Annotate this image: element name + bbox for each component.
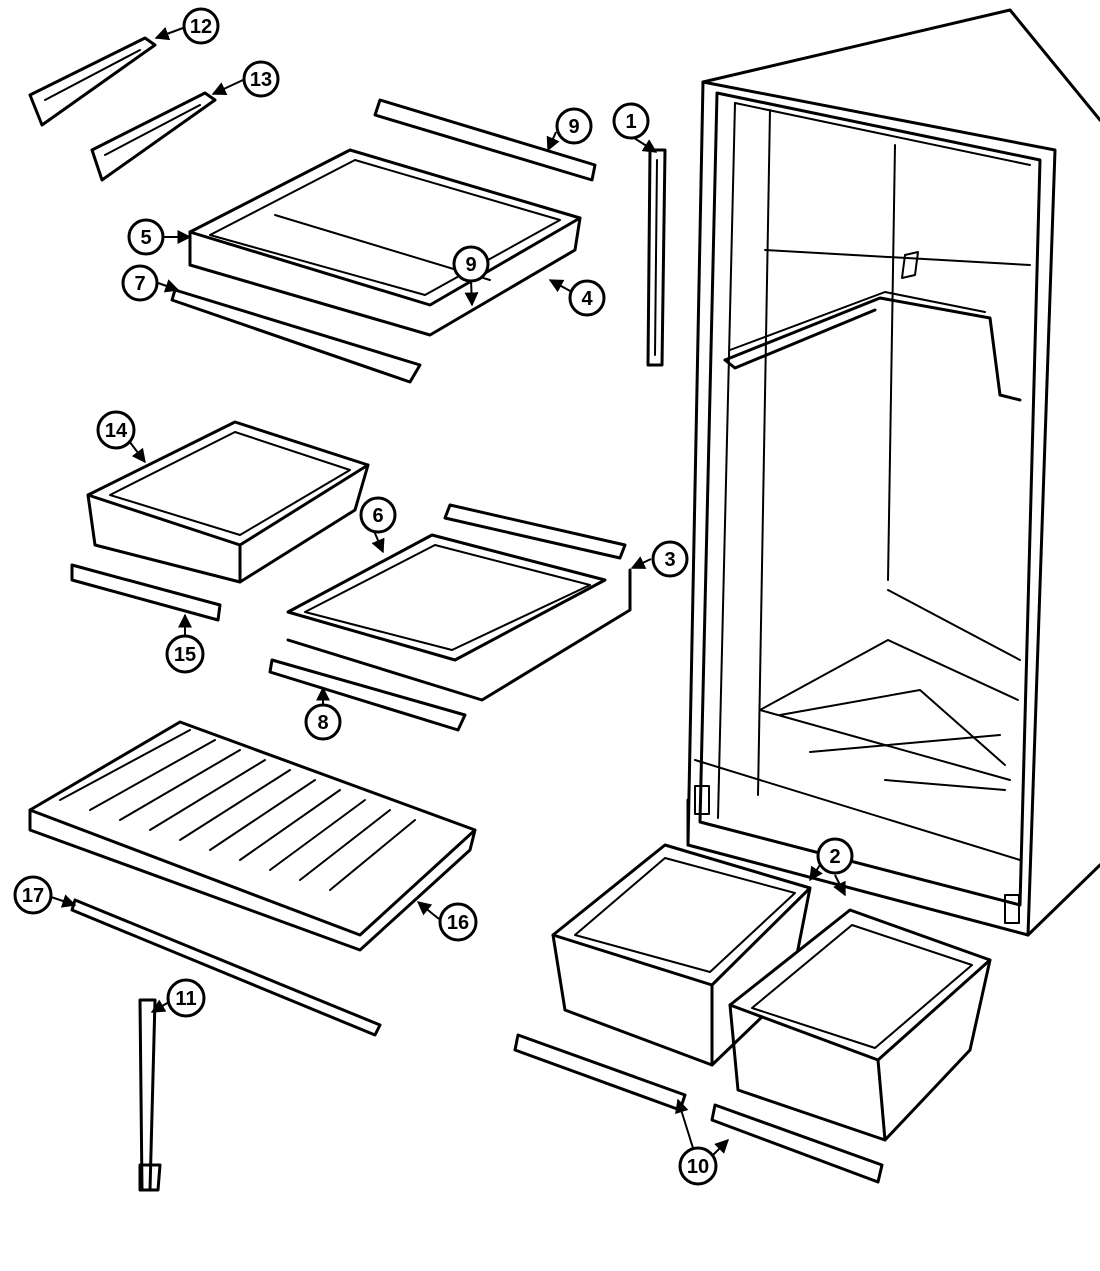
callout-8: 8 bbox=[304, 703, 342, 741]
upper-shelf-assembly bbox=[170, 98, 597, 384]
rod-part-11 bbox=[138, 998, 162, 1192]
callout-13-label: 13 bbox=[250, 69, 272, 91]
middle-shelf-assembly bbox=[268, 503, 632, 732]
leader-lines bbox=[50, 27, 846, 1156]
callout-16: 16 bbox=[438, 902, 478, 942]
callout-11: 11 bbox=[166, 978, 206, 1018]
callout-4-label: 4 bbox=[581, 288, 593, 310]
shelf-ladder-part-1 bbox=[646, 148, 667, 367]
callout-17: 17 bbox=[13, 875, 53, 915]
callout-11-label: 11 bbox=[175, 988, 196, 1010]
callout-5-label: 5 bbox=[140, 227, 151, 249]
callout-7: 7 bbox=[121, 264, 159, 302]
callout-8-label: 8 bbox=[317, 712, 328, 734]
callout-1-label: 1 bbox=[625, 111, 636, 133]
callout-9-upper-label: 9 bbox=[568, 116, 579, 138]
bracket-part-12 bbox=[28, 36, 157, 127]
refrigerator-cabinet bbox=[686, 8, 1100, 937]
callout-12-label: 12 bbox=[190, 16, 212, 38]
callout-13: 13 bbox=[242, 60, 280, 98]
callout-17-label: 17 bbox=[22, 885, 44, 907]
glass-shelf-part-16 bbox=[28, 720, 477, 1037]
callout-10-label: 10 bbox=[687, 1156, 709, 1178]
callout-7-label: 7 bbox=[134, 273, 145, 295]
callout-10: 10 bbox=[678, 1146, 718, 1186]
bracket-part-13 bbox=[90, 91, 217, 182]
callout-15: 15 bbox=[165, 634, 205, 674]
callout-4: 4 bbox=[568, 279, 606, 317]
crisper-pan-part-14 bbox=[70, 420, 370, 622]
crisper-drawer-right-part-2 bbox=[710, 908, 992, 1184]
callout-6: 6 bbox=[359, 496, 397, 534]
callout-2-label: 2 bbox=[829, 846, 840, 868]
callout-6-label: 6 bbox=[372, 505, 383, 527]
callout-9-upper: 9 bbox=[555, 107, 593, 145]
callout-12: 12 bbox=[182, 7, 220, 45]
callout-3-label: 3 bbox=[664, 549, 675, 571]
callout-14: 14 bbox=[96, 410, 136, 450]
callout-9-middle: 9 bbox=[452, 245, 490, 283]
callout-2: 2 bbox=[816, 837, 854, 875]
callout-9-middle-label: 9 bbox=[465, 254, 476, 276]
callout-16-label: 16 bbox=[447, 912, 469, 934]
callout-14-label: 14 bbox=[105, 420, 128, 442]
callout-3: 3 bbox=[651, 540, 689, 578]
callout-15-label: 15 bbox=[174, 644, 196, 666]
callout-1: 1 bbox=[612, 102, 650, 140]
callout-5: 5 bbox=[127, 218, 165, 256]
